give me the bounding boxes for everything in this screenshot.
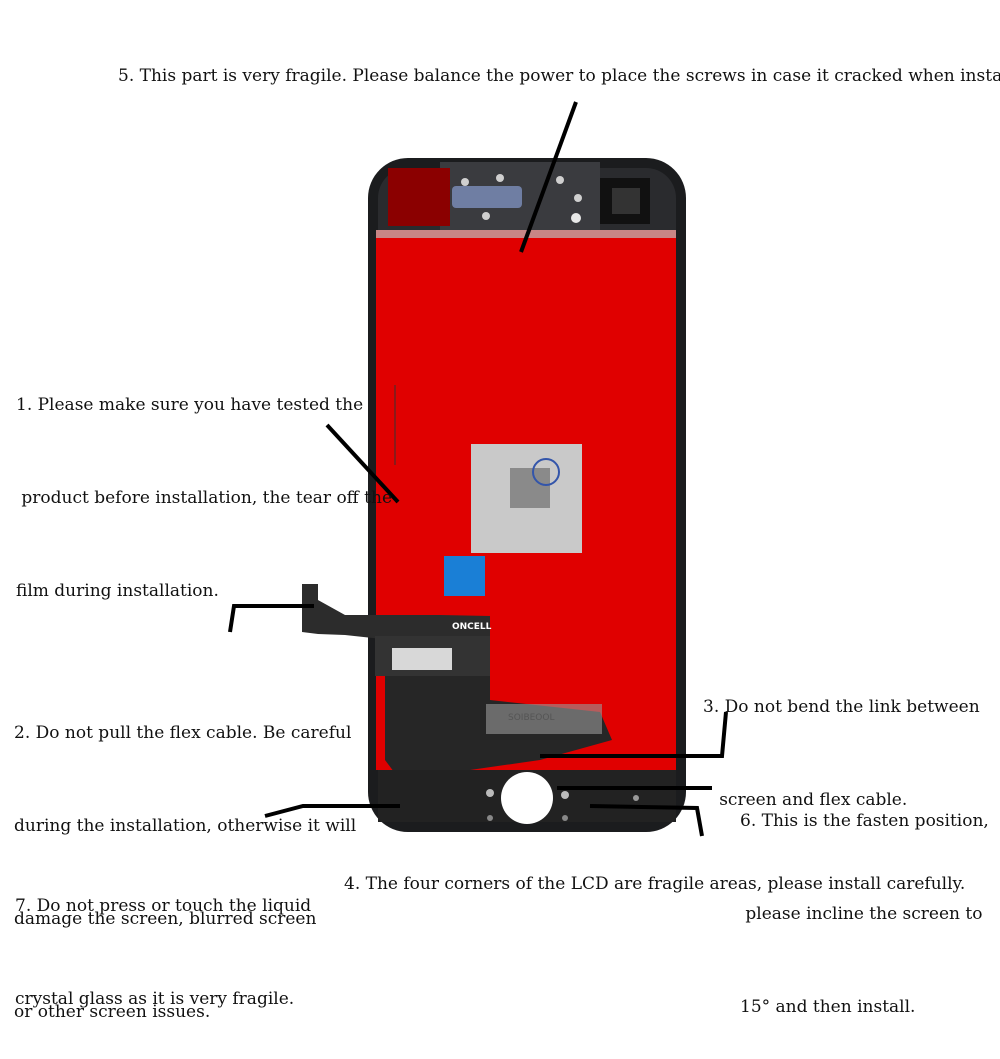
leader-lines [228, 101, 728, 837]
note-7: 7. Do not press or touch the liquid crys… [15, 829, 311, 1046]
note-5: 5. This part is very fragile. Please bal… [118, 66, 1000, 86]
earpiece-clip [452, 186, 522, 208]
screw-icon [487, 815, 493, 821]
leader-note-7 [264, 804, 400, 818]
screw-icon [574, 194, 582, 202]
note-1-line: 1. Please make sure you have tested the [16, 395, 364, 415]
flex-label-sticker [392, 648, 452, 670]
note-3-line: screen and flex cable. [703, 790, 908, 810]
note-6-line: 15° and then install. [740, 997, 916, 1017]
note-1: 1. Please make sure you have tested the … [16, 328, 392, 638]
home-button-hole [501, 772, 553, 824]
screw-icon [561, 791, 569, 799]
note-3-line: 3. Do not bend the link between [703, 697, 980, 717]
qr-code [510, 468, 550, 508]
note-7-line: 7. Do not press or touch the liquid [15, 896, 312, 916]
blue-tape [444, 556, 485, 596]
camera-grid [612, 188, 640, 214]
note-6-line: please incline the screen to [740, 904, 983, 924]
round-stamp [532, 458, 560, 486]
leader-note-2 [228, 604, 314, 633]
screw-icon [571, 213, 581, 223]
screw-icon [496, 174, 504, 182]
note-6-line: 6. This is the fasten position, [740, 811, 989, 831]
note-2-line: 2. Do not pull the flex cable. Be carefu… [14, 723, 352, 743]
note-2-line: during the installation, otherwise it wi… [14, 816, 357, 836]
note-3: 3. Do not bend the link between screen a… [703, 630, 980, 847]
screw-icon [562, 815, 568, 821]
leader-note-6b [589, 804, 704, 837]
note-2-line: damage the screen, blurred screen [14, 909, 317, 929]
leader-note-1 [325, 423, 400, 504]
back-stamp-label: SOIBEOOL [508, 713, 555, 723]
connector-label: ONCELL [452, 622, 492, 632]
back-strip [486, 704, 602, 734]
leader-note-5 [519, 101, 578, 253]
lcd-assembly-diagram [228, 101, 728, 837]
note-1-line: product before installation, the tear of… [16, 488, 393, 508]
screw-icon [556, 176, 564, 184]
screw-icon [482, 212, 490, 220]
red-corner-mark [388, 168, 450, 226]
note-1-line: film during installation. [16, 581, 219, 601]
note-4: 4. The four corners of the LCD are fragi… [344, 874, 966, 894]
screw-icon [486, 789, 494, 797]
flex-cable [302, 584, 490, 642]
screw-icon [633, 795, 639, 801]
screw-icon [461, 178, 469, 186]
leader-note-3 [540, 711, 728, 758]
